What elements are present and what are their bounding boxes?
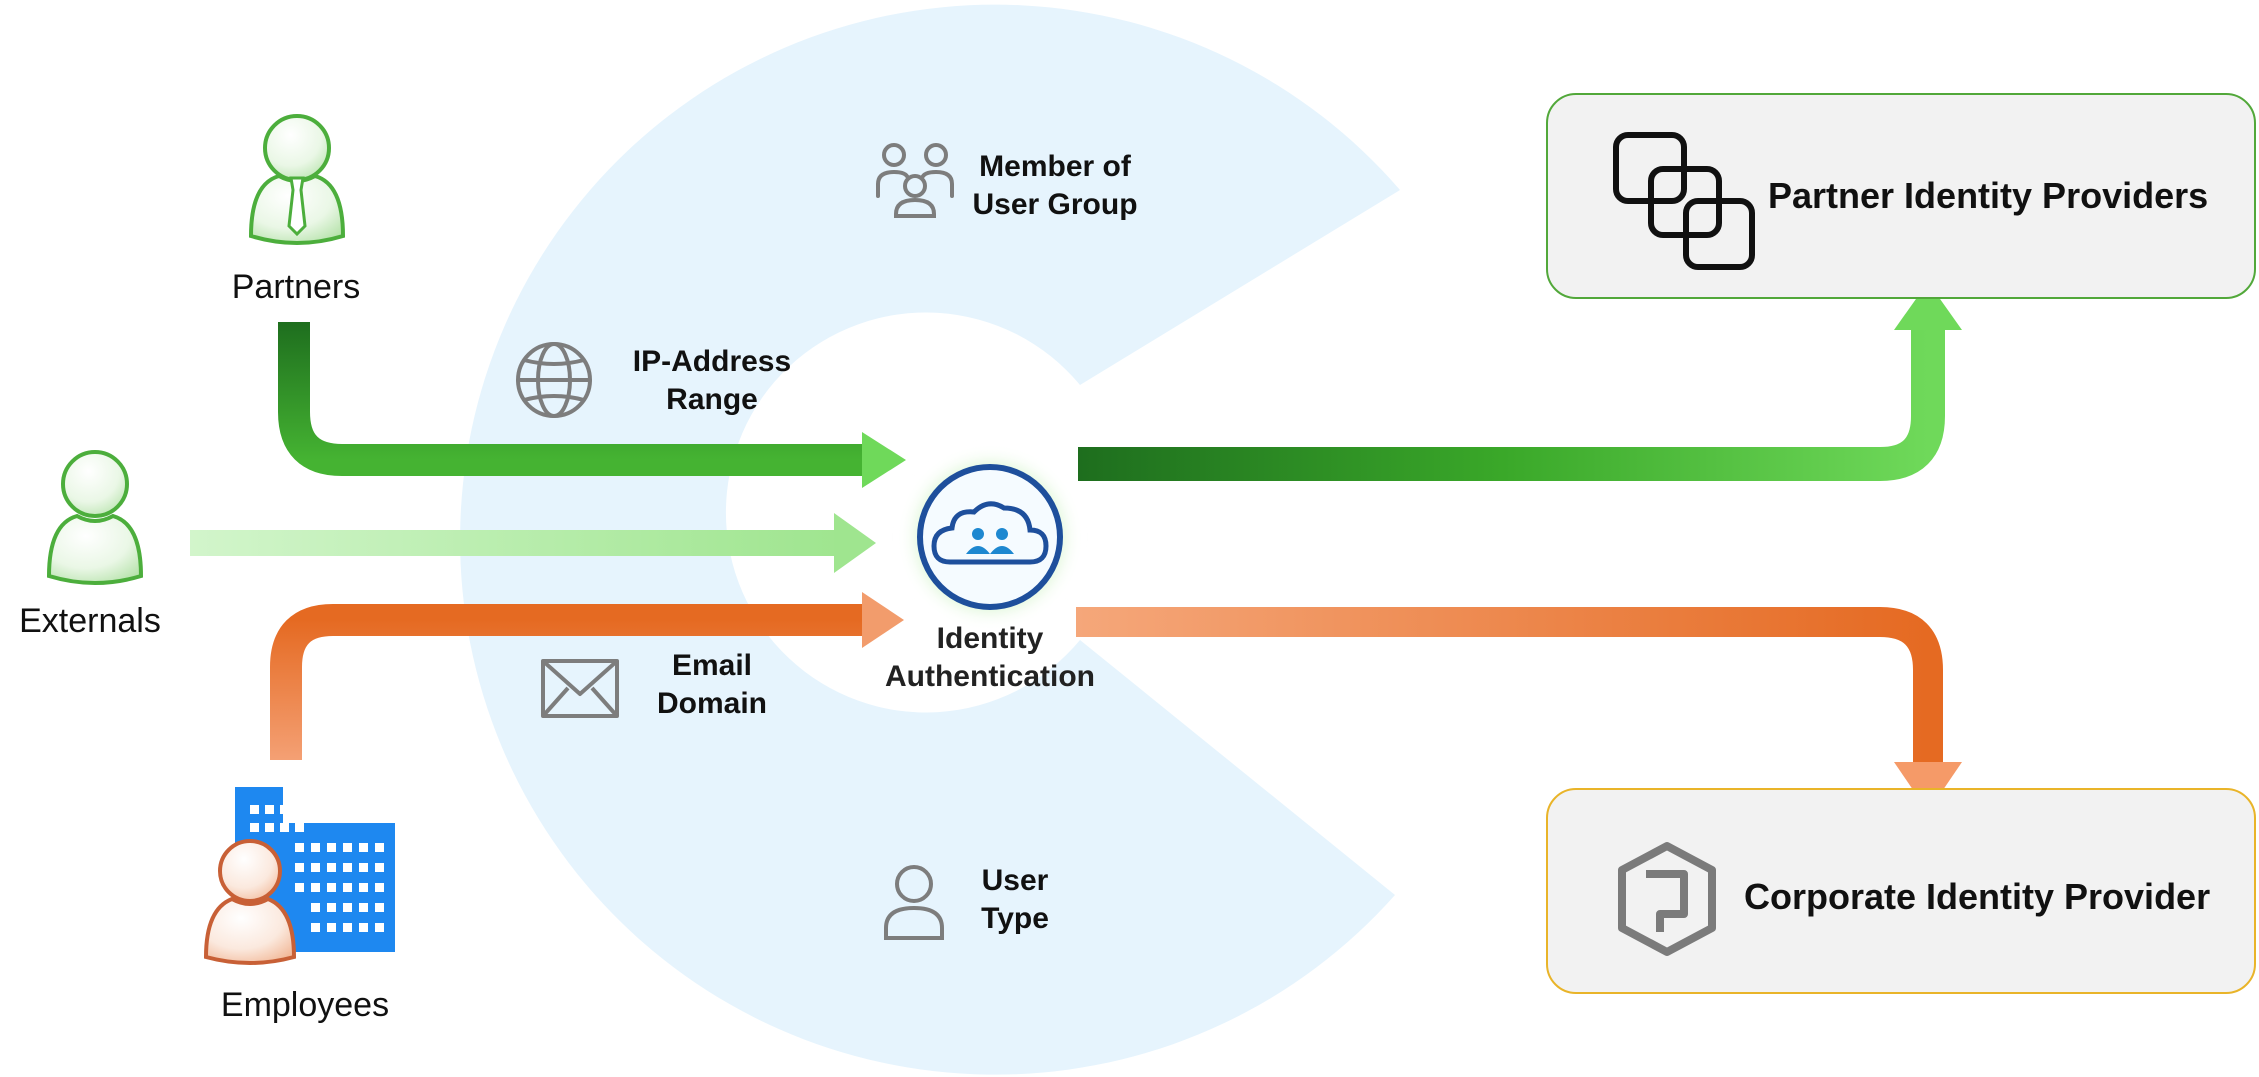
corporate-idp-icon: [1618, 842, 1716, 956]
corporate-idp-title: Corporate Identity Provider: [1744, 876, 2211, 917]
user-group-icon: [876, 143, 954, 218]
email-domain-label: Email Domain: [612, 647, 812, 724]
externals-label: Externals: [19, 602, 161, 640]
user-icon: [884, 865, 944, 940]
partner-idp-title: Partner Identity Providers: [1768, 175, 2209, 216]
corporate-idp-arrowhead: [1894, 762, 1962, 812]
email-domain-label-line1: Email: [671, 649, 753, 682]
email-domain-label-line2: Domain: [656, 687, 767, 721]
envelope-icon: [541, 659, 619, 718]
backdrop-shape: [460, 4, 1401, 1075]
ip-range-label-line1: IP-Address: [632, 345, 792, 378]
partners-person-icon: [248, 114, 346, 245]
user-type-label-line1: User: [981, 864, 1049, 897]
externals-flow-arrow: [190, 530, 840, 556]
partner-idp-icon: [1613, 132, 1755, 270]
identity-authentication-label: Identity Authentication: [860, 620, 1120, 697]
user-group-label: Member of User Group: [955, 148, 1155, 225]
user-group-label-line1: Member of: [979, 150, 1131, 183]
corporate-idp-box[interactable]: Corporate Identity Provider: [1546, 788, 2256, 994]
employees-label: Employees: [220, 986, 390, 1024]
employees-person-icon: [203, 839, 297, 965]
partner-idp-arrowhead: [1894, 282, 1962, 330]
identity-authentication-line2: Authentication: [885, 660, 1095, 694]
user-type-label: User Type: [955, 862, 1075, 939]
ip-range-label: IP-Address Range: [612, 343, 812, 420]
partner-idp-flow-arrow: [1078, 320, 1945, 481]
globe-icon: [516, 342, 592, 418]
externals-person-icon: [46, 450, 144, 585]
cloud-users-icon: [931, 501, 1049, 565]
externals-arrowhead: [834, 513, 876, 573]
center-ring: [917, 464, 1063, 610]
ip-range-label-line2: Range: [666, 383, 758, 417]
employees-arrowhead: [862, 592, 904, 648]
partner-idp-box[interactable]: Partner Identity Providers: [1546, 93, 2256, 299]
user-group-label-line2: User Group: [972, 188, 1138, 222]
partners-arrowhead: [862, 432, 906, 488]
partners-label: Partners: [231, 268, 361, 306]
identity-authentication-line1: Identity: [936, 622, 1044, 655]
user-type-label-line2: Type: [981, 902, 1049, 936]
